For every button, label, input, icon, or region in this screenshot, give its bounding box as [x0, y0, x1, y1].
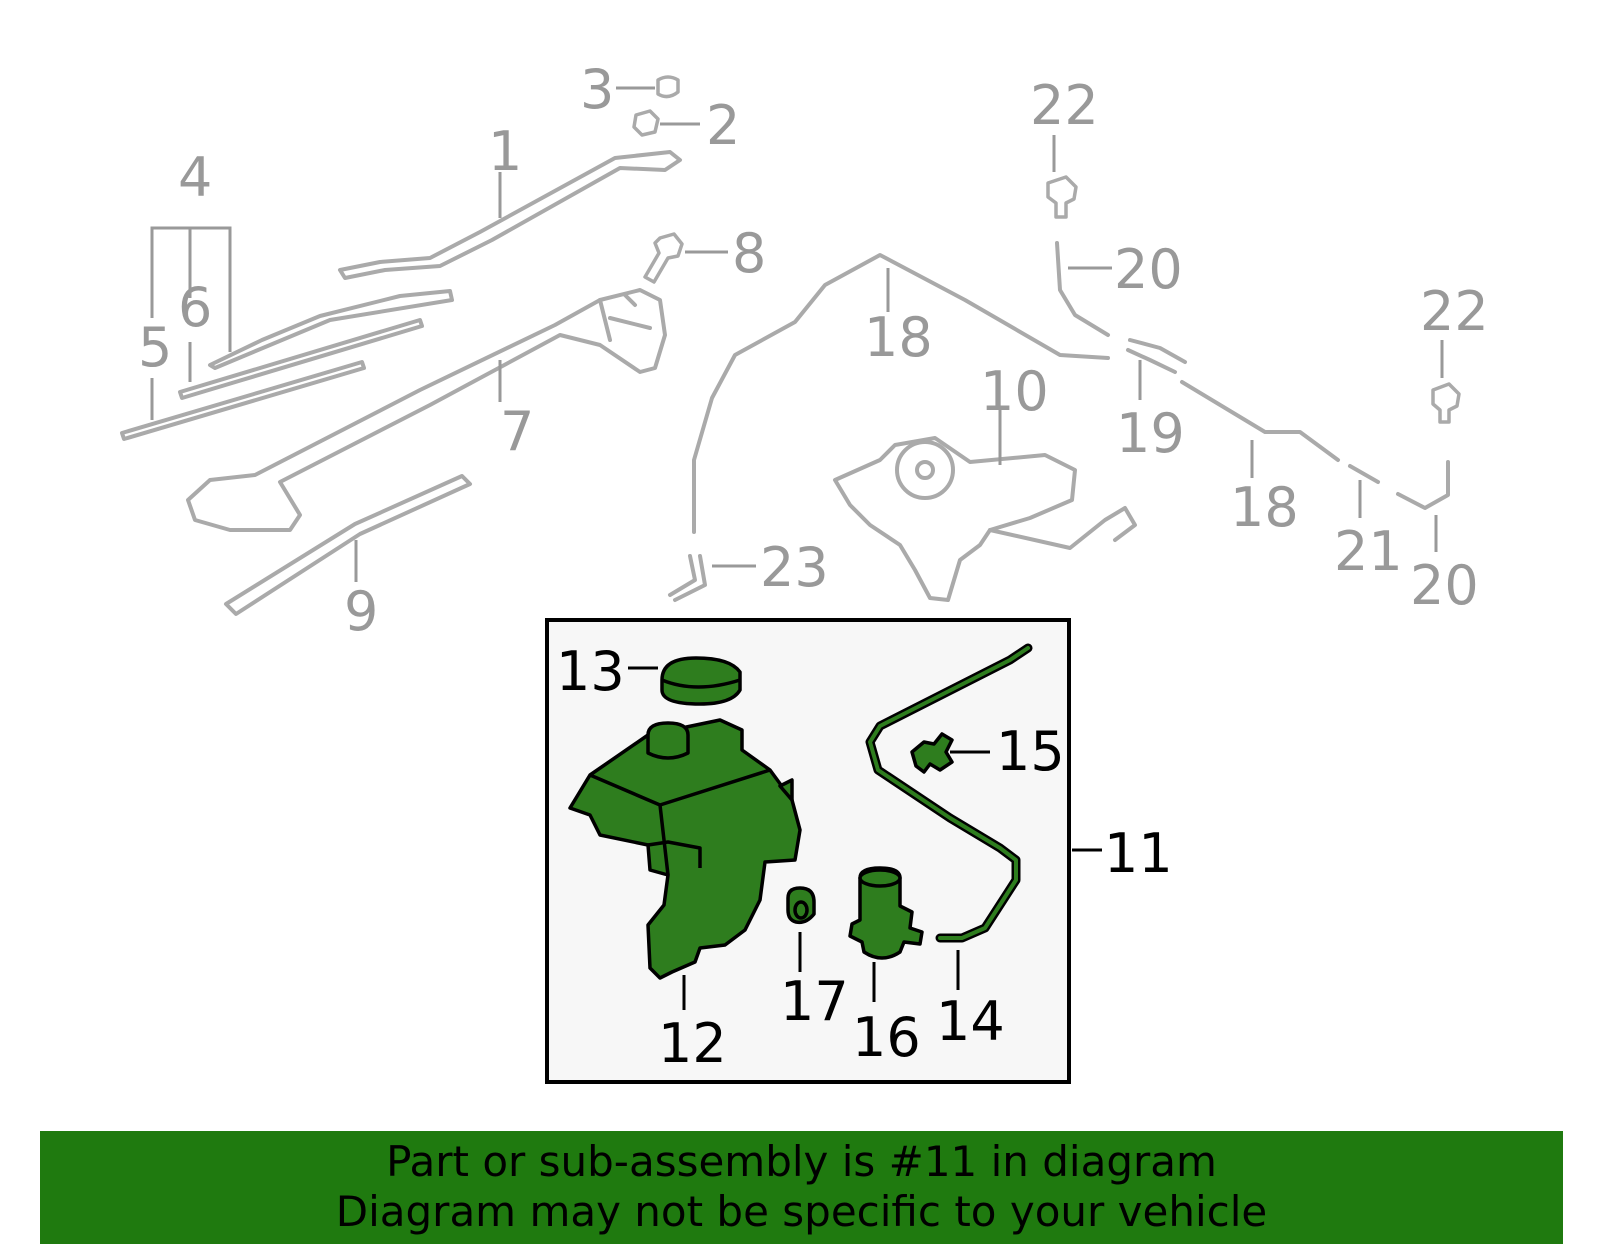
callout-20-upper: 20	[1114, 238, 1183, 301]
callout-18-upper: 18	[864, 306, 933, 369]
callout-15: 15	[996, 720, 1065, 783]
callout-22-right: 22	[1420, 280, 1489, 343]
callout-5: 5	[138, 316, 172, 379]
cap-part-3[interactable]	[656, 75, 680, 99]
callout-13: 13	[556, 640, 625, 703]
callout-2: 2	[706, 94, 740, 157]
washer-hose-part-14[interactable]	[865, 643, 1033, 943]
callout-22-left: 22	[1030, 74, 1099, 137]
callout-17: 17	[780, 970, 849, 1033]
callout-arrows-grey	[150, 86, 1444, 582]
washer-nozzle-part-22-left[interactable]	[1046, 175, 1078, 219]
wiper-arm-part-1[interactable]	[338, 150, 682, 280]
callout-11: 11	[1104, 822, 1173, 885]
callout-9: 9	[344, 580, 378, 643]
link-rod-part-9[interactable]	[224, 474, 472, 616]
callout-23: 23	[760, 536, 829, 599]
hose-part-18-lower[interactable]	[1180, 380, 1340, 462]
wiper-linkage-part-7[interactable]	[186, 288, 667, 532]
info-banner: Part or sub-assembly is #11 in diagram D…	[40, 1131, 1563, 1244]
bolt-part-8[interactable]	[643, 232, 684, 284]
washer-nozzle-part-22-right[interactable]	[1431, 382, 1461, 424]
connector-part-19[interactable]	[1126, 338, 1187, 374]
hose-part-20-upper[interactable]	[1055, 241, 1110, 337]
callout-3: 3	[580, 58, 614, 121]
wiper-refill-part-6[interactable]	[178, 318, 424, 400]
callout-20-lower: 20	[1410, 554, 1479, 617]
callout-16: 16	[852, 1006, 921, 1069]
callout-10: 10	[980, 360, 1049, 423]
banner-line-2: Diagram may not be specific to your vehi…	[335, 1187, 1268, 1236]
callout-18-lower: 18	[1230, 476, 1299, 539]
washer-reservoir-part-12[interactable]	[568, 718, 802, 980]
callout-19: 19	[1116, 402, 1185, 465]
callout-21: 21	[1334, 520, 1403, 583]
connector-part-21[interactable]	[1348, 464, 1380, 484]
callout-8: 8	[732, 222, 766, 285]
callout-1: 1	[488, 120, 522, 183]
callout-12: 12	[658, 1012, 727, 1075]
hose-elbow-part-23[interactable]	[668, 554, 707, 602]
callout-6: 6	[178, 276, 212, 339]
grommet-part-17[interactable]	[786, 886, 816, 925]
assembly-11-inset-box	[545, 618, 1071, 1084]
clip-part-15[interactable]	[910, 732, 954, 774]
hose-part-20-lower[interactable]	[1396, 460, 1450, 510]
wiper-refill-part-5[interactable]	[120, 360, 366, 441]
callout-4: 4	[178, 146, 212, 209]
nut-part-2[interactable]	[632, 109, 660, 137]
hose-part-18-upper[interactable]	[692, 253, 1110, 534]
washer-pump-part-16[interactable]	[848, 866, 924, 960]
wiper-motor-part-10[interactable]	[833, 436, 1137, 602]
wiper-blade-part-4[interactable]	[208, 289, 454, 370]
reservoir-cap-part-13[interactable]	[660, 656, 742, 706]
banner-line-1: Part or sub-assembly is #11 in diagram	[386, 1137, 1217, 1186]
callout-7: 7	[500, 400, 534, 463]
callout-14: 14	[936, 990, 1005, 1053]
